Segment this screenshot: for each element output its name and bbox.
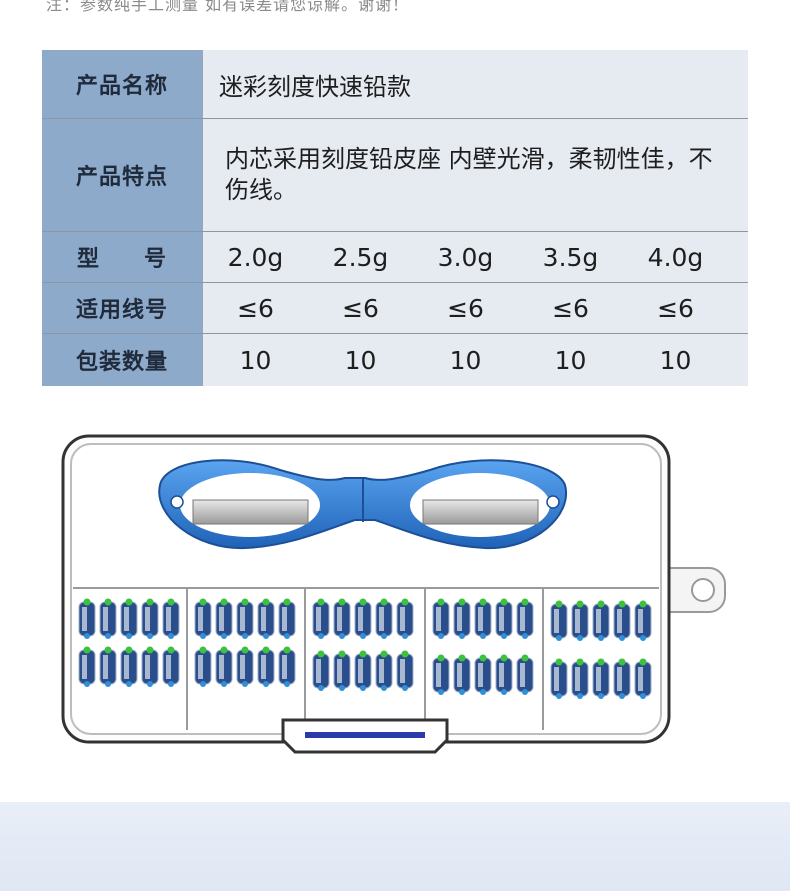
model-label: 型 号 xyxy=(42,232,202,282)
qty-cell: 10 xyxy=(239,345,272,375)
storage-box-icon xyxy=(61,434,726,754)
row-line-size: 适用线号 ≤6 ≤6 ≤6 ≤6 ≤6 xyxy=(42,283,748,334)
bottom-band xyxy=(0,802,790,891)
model-cell: 2.0g xyxy=(227,242,284,272)
line-size-cell: ≤6 xyxy=(237,293,274,323)
model-cell: 3.5g xyxy=(542,242,599,272)
spec-table: 产品名称 迷彩刻度快速铅款 产品特点 内芯采用刻度铅皮座 内壁光滑，柔韧性佳，不… xyxy=(42,50,748,386)
row-product-features: 产品特点 内芯采用刻度铅皮座 内壁光滑，柔韧性佳，不伤线。 xyxy=(42,119,748,232)
row-model: 型 号 2.0g 2.5g 3.0g 3.5g 4.0g xyxy=(42,232,748,283)
row-package-qty: 包装数量 10 10 10 10 10 xyxy=(42,334,748,386)
glasses-tool-icon xyxy=(158,459,568,550)
model-label-b: 号 xyxy=(144,247,168,272)
model-cell: 3.0g xyxy=(437,242,494,272)
line-size-cell: ≤6 xyxy=(447,293,484,323)
line-size-cell: ≤6 xyxy=(552,293,589,323)
product-name-value: 迷彩刻度快速铅款 xyxy=(202,50,748,118)
model-cell: 2.5g xyxy=(332,242,389,272)
package-qty-label: 包装数量 xyxy=(42,334,202,386)
row-product-name: 产品名称 迷彩刻度快速铅款 xyxy=(42,50,748,119)
qty-cell: 10 xyxy=(659,345,692,375)
measurement-note: 注：参数纯手工测量 如有误差请您谅解。谢谢！ xyxy=(46,0,410,13)
line-size-label: 适用线号 xyxy=(42,283,202,333)
product-features-value: 内芯采用刻度铅皮座 内壁光滑，柔韧性佳，不伤线。 xyxy=(202,119,748,231)
qty-cell: 10 xyxy=(344,345,377,375)
product-features-label: 产品特点 xyxy=(42,119,202,231)
product-name-label: 产品名称 xyxy=(42,50,202,118)
model-label-a: 型 xyxy=(76,247,100,272)
line-size-cell: ≤6 xyxy=(657,293,694,323)
qty-cell: 10 xyxy=(449,345,482,375)
line-size-cell: ≤6 xyxy=(342,293,379,323)
model-cell: 4.0g xyxy=(647,242,704,272)
split-shot-sinker-icon xyxy=(78,598,652,699)
qty-cell: 10 xyxy=(554,345,587,375)
